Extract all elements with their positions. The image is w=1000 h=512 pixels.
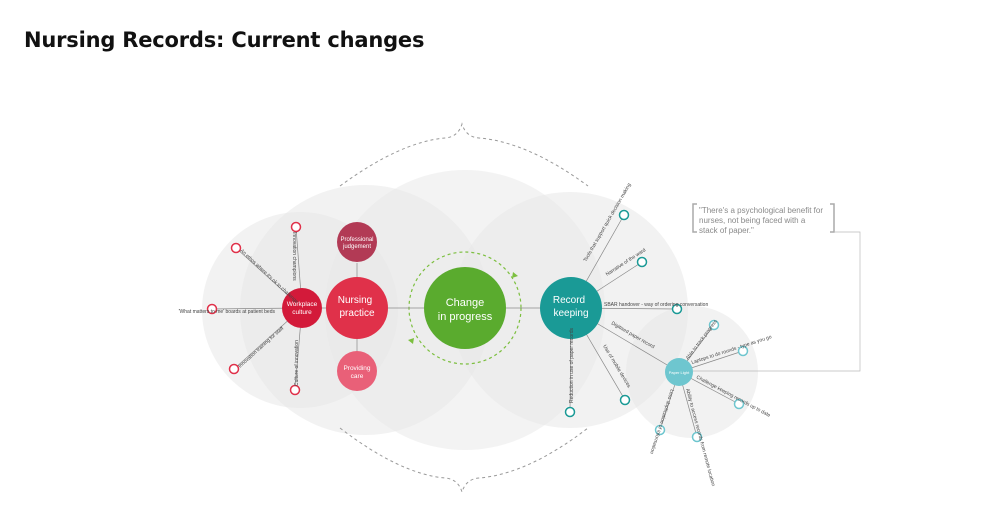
nursing-practice-node: Nursing practice [326, 277, 388, 339]
quote-connector [693, 231, 861, 372]
spoke-label: SBAR handover - way of ordering conversa… [604, 302, 708, 308]
svg-text:Workplace: Workplace [287, 301, 318, 308]
svg-text:Professional: Professional [340, 237, 373, 243]
top-dashed-bracket [339, 122, 589, 187]
svg-text:"There's a psychological benef: "There's a psychological benefit for [699, 206, 823, 215]
quote-right-bracket [830, 203, 835, 233]
svg-text:keeping: keeping [553, 308, 588, 319]
quote-left-bracket [692, 203, 697, 233]
svg-text:Record: Record [553, 295, 585, 306]
professional-judgement-node: Professional judgement [337, 222, 377, 262]
spoke-label: Innovation champions [291, 232, 297, 281]
svg-text:Nursing: Nursing [338, 295, 372, 306]
svg-text:nurses, not being faced with a: nurses, not being faced with a [699, 216, 806, 225]
cycle-arrow-bottom [408, 338, 414, 344]
svg-text:Providing: Providing [343, 365, 370, 372]
svg-text:in progress: in progress [438, 311, 493, 323]
spoke-label: 'What matters to me' boards at patient b… [179, 309, 276, 315]
paper-light-spoke-nodes [654, 319, 749, 443]
workplace-spoke-nodes [206, 221, 302, 396]
svg-text:culture: culture [292, 309, 312, 316]
svg-text:stack of paper.": stack of paper." [699, 226, 754, 235]
bottom-dashed-bracket [339, 427, 589, 494]
record-keeping-node: Record keeping [540, 277, 602, 339]
spoke-label: Reduction in use of paper records [569, 327, 575, 403]
page-title: Nursing Records: Current changes [24, 28, 425, 52]
workplace-culture-node: Workplace culture [282, 288, 322, 328]
spoke-label: Culture of innovation [294, 340, 300, 386]
quote-callout: "There's a psychological benefit for nur… [692, 203, 861, 372]
record-spoke-nodes [564, 209, 683, 418]
svg-text:Change: Change [446, 297, 485, 309]
cycle-arrow-top [512, 272, 518, 278]
svg-text:care: care [351, 373, 364, 380]
paper-light-node: Paper Light [665, 358, 693, 386]
svg-text:practice: practice [339, 308, 374, 319]
svg-text:judgement: judgement [342, 244, 371, 250]
providing-care-node: Providing care [337, 351, 377, 391]
change-in-progress-node: Change in progress [424, 267, 506, 349]
svg-text:Paper Light: Paper Light [669, 370, 690, 375]
